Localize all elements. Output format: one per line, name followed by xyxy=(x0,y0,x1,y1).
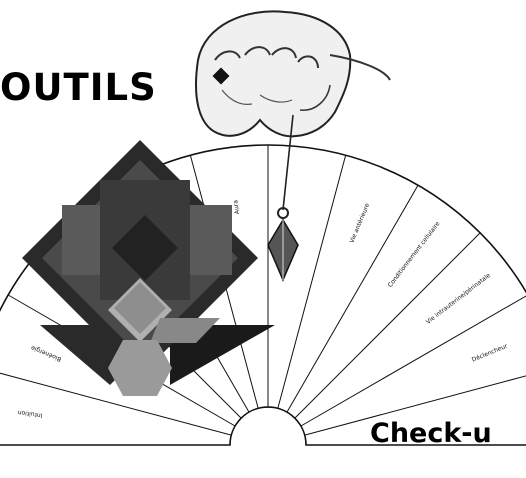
footer-caption: Check-u xyxy=(370,418,492,449)
page-title: OUTILS xyxy=(0,66,157,109)
